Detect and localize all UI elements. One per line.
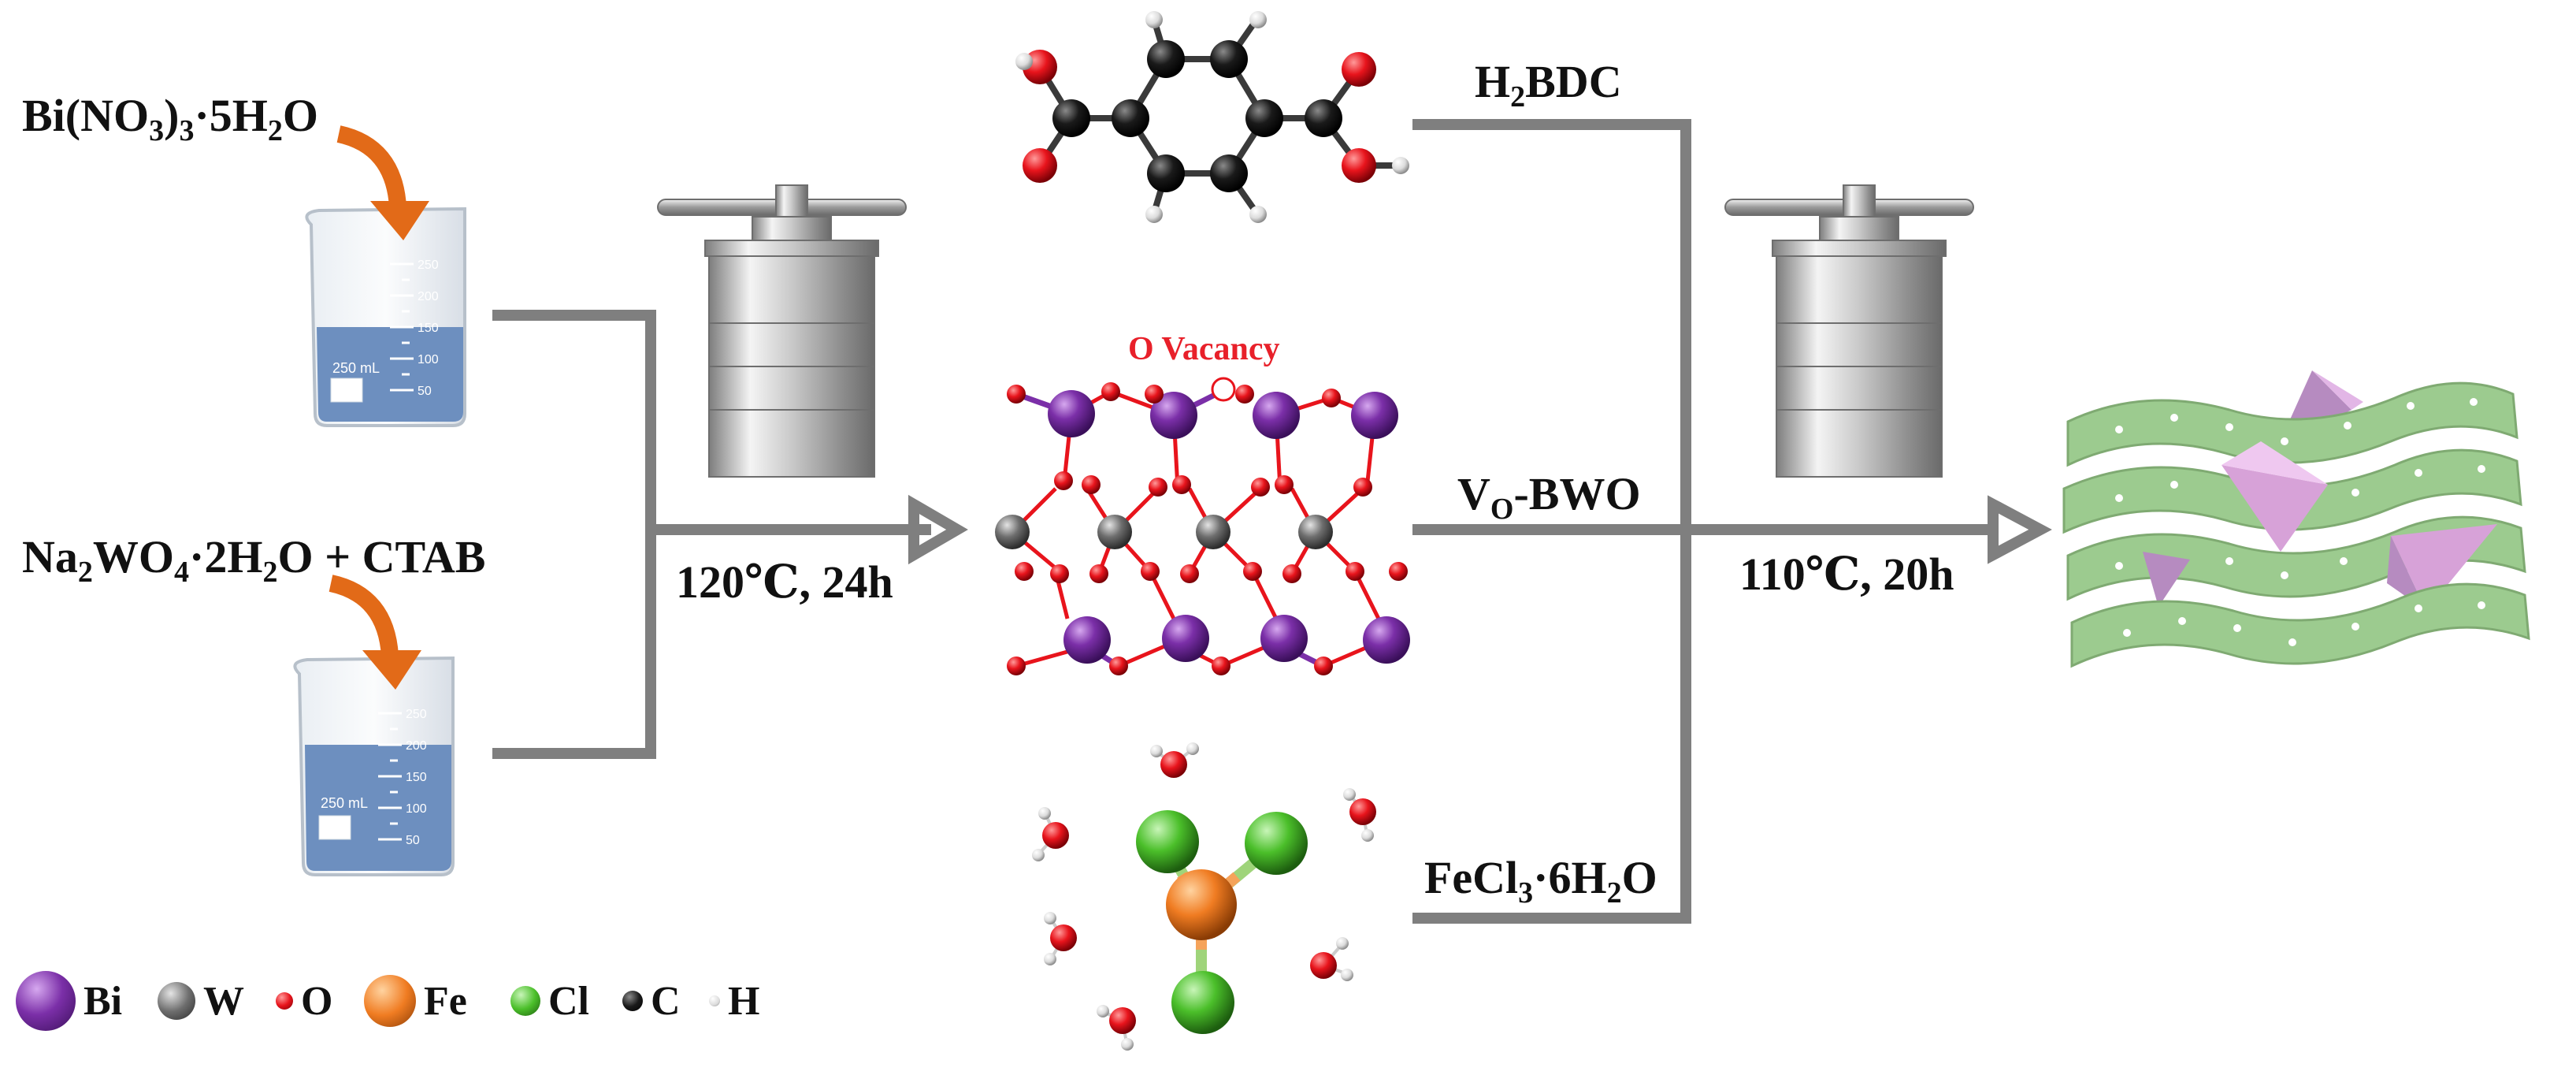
pour-arrow-2-head	[362, 650, 421, 690]
legend-label-o: O	[301, 978, 333, 1024]
label-step1-condition: 120℃, 24h	[676, 556, 893, 608]
label-step2-condition: 110℃, 20h	[1739, 549, 1954, 600]
beaker-bi-nitrate: 250 mL 250 200 150 100 50	[305, 206, 466, 427]
legend-item-bi: Bi	[16, 971, 123, 1031]
legend-label-h: H	[728, 978, 760, 1024]
legend-item-h: H	[709, 977, 759, 1025]
fe-atom-icon	[364, 975, 416, 1027]
pour-arrow-2	[328, 575, 399, 657]
label-o-vacancy: O Vacancy	[1128, 331, 1280, 367]
label-na-tungstate: Na2WO4·2H2O + CTAB	[22, 531, 486, 589]
beaker-1-volume: 250 mL	[332, 360, 380, 376]
cl-atom-icon	[510, 986, 540, 1016]
autoclave-2	[1724, 184, 1974, 478]
legend-item-w: W	[158, 977, 244, 1025]
pour-arrow-1-head	[370, 201, 429, 240]
beaker-2-tick: 250	[406, 708, 427, 721]
oxygen-vacancy-marker	[1211, 377, 1236, 402]
beaker-2-tick: 50	[406, 834, 420, 847]
legend-label-cl: Cl	[548, 978, 589, 1024]
legend-item-fe: Fe	[364, 975, 467, 1027]
beaker-1-tick: 100	[418, 353, 439, 366]
w-atom-icon	[158, 982, 195, 1020]
product-composite	[2062, 370, 2530, 668]
beaker-1-tick: 150	[418, 322, 439, 335]
fecl3-molecule	[1032, 742, 1376, 1051]
legend-label-fe: Fe	[424, 978, 467, 1024]
beaker-2-tick: 150	[406, 771, 427, 784]
beaker-1-tick: 250	[418, 259, 439, 272]
water-molecules	[1032, 742, 1376, 1051]
beaker-2-tick: 100	[406, 802, 427, 816]
arrow-head-step2	[1988, 495, 2052, 564]
label-h2bdc: H2BDC	[1475, 56, 1622, 113]
beaker-na-tungstate: 250 mL 250 200 150 100 50	[293, 656, 455, 876]
beaker-2-volume: 250 mL	[321, 795, 368, 811]
connector-lines	[492, 119, 1991, 924]
o-atom-icon	[276, 992, 293, 1010]
legend-item-c: C	[622, 977, 681, 1025]
legend-label-c: C	[651, 978, 681, 1024]
h-atom-icon	[709, 995, 720, 1006]
legend-label-bi: Bi	[84, 978, 123, 1024]
vo-bwo-structure	[995, 377, 1410, 675]
legend-label-w: W	[203, 978, 244, 1024]
label-bi-nitrate: Bi(NO3)3·5H2O	[22, 90, 319, 147]
legend-item-cl: Cl	[510, 977, 589, 1025]
autoclave-1	[657, 184, 907, 478]
h2bdc-molecule	[1015, 11, 1409, 223]
pour-arrow-1	[336, 125, 406, 207]
bi-atom-icon	[16, 971, 76, 1031]
beaker-1-tick: 200	[418, 290, 439, 303]
legend-item-o: O	[276, 977, 332, 1025]
c-atom-icon	[622, 991, 643, 1011]
arrow-head-step1	[908, 494, 968, 565]
label-vo-bwo: VO-BWO	[1457, 468, 1641, 526]
beaker-1-tick: 50	[418, 385, 432, 398]
label-fecl3: FeCl3·6H2O	[1424, 852, 1657, 909]
beaker-2-tick: 200	[406, 739, 427, 753]
